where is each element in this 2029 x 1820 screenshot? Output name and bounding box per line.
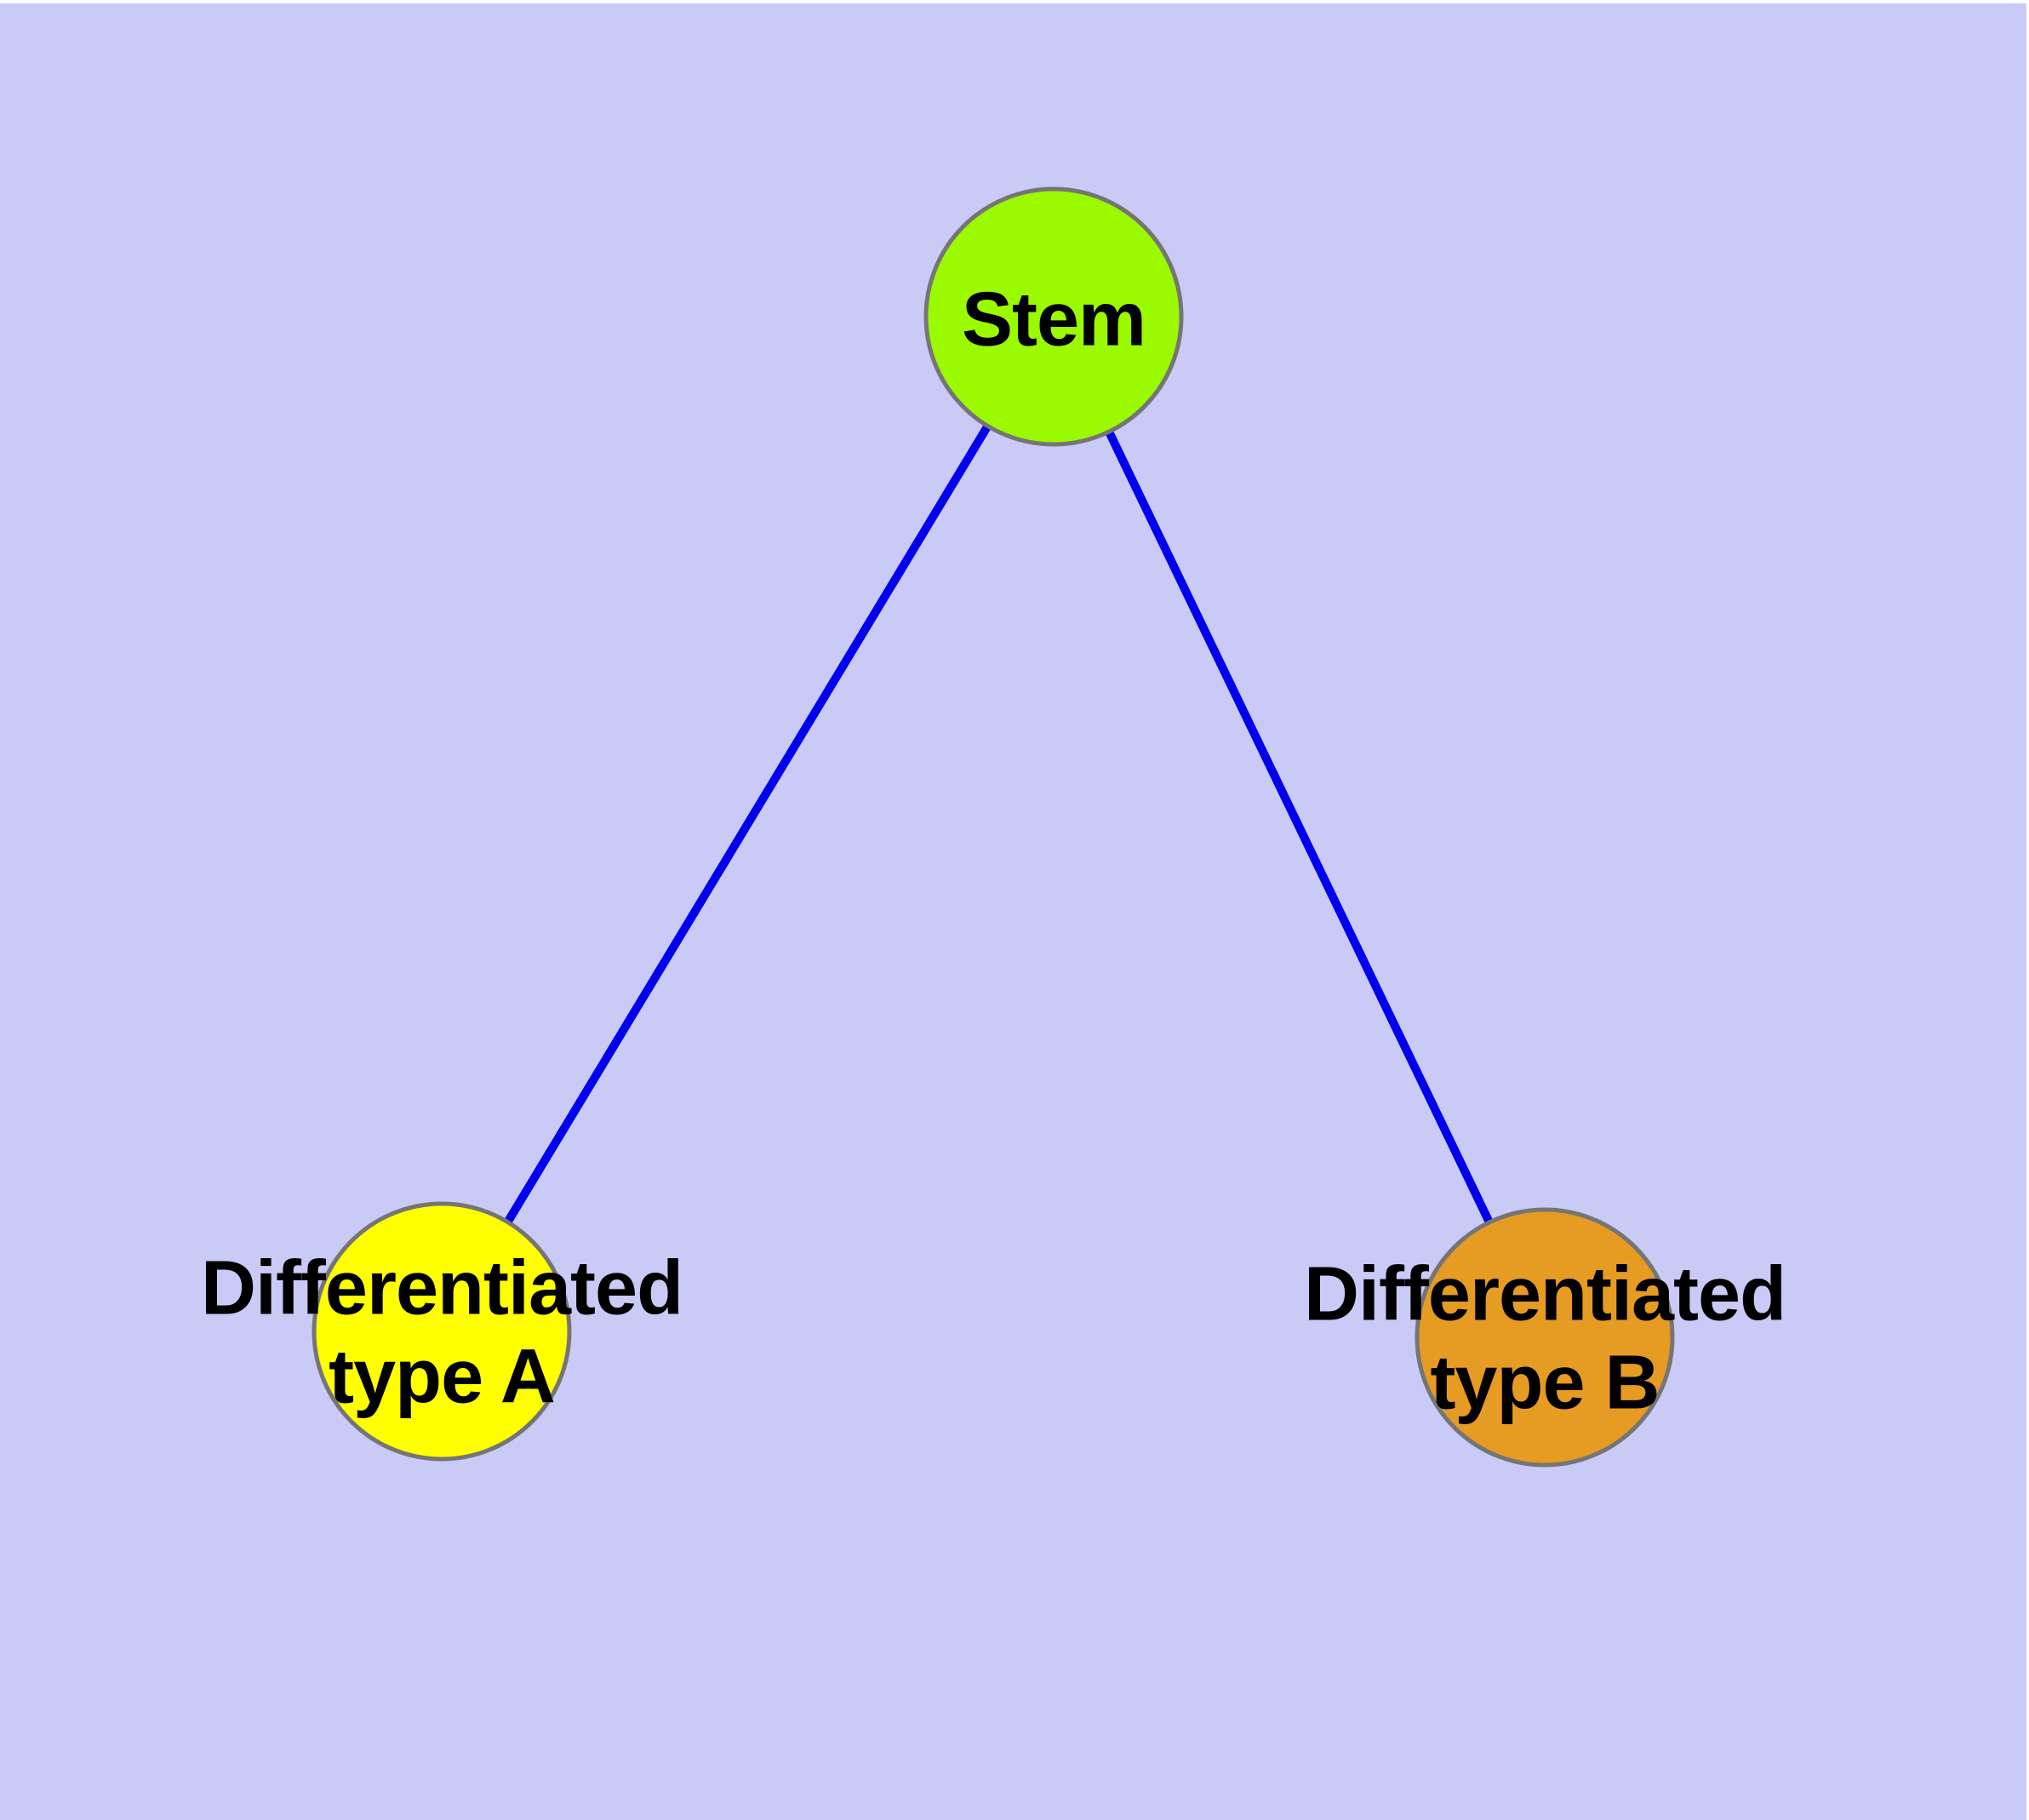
node-type-a-circle [311, 1201, 572, 1462]
edge-stem-to-type-b [1049, 314, 1549, 1340]
node-stem-circle [923, 186, 1184, 447]
graph-plot-area: Stem Differentiated type A Differentiate… [0, 3, 2026, 1820]
edge-stem-to-type-a [437, 314, 1058, 1334]
graph-svg [0, 3, 2026, 1820]
node-type-b-circle [1415, 1207, 1675, 1468]
